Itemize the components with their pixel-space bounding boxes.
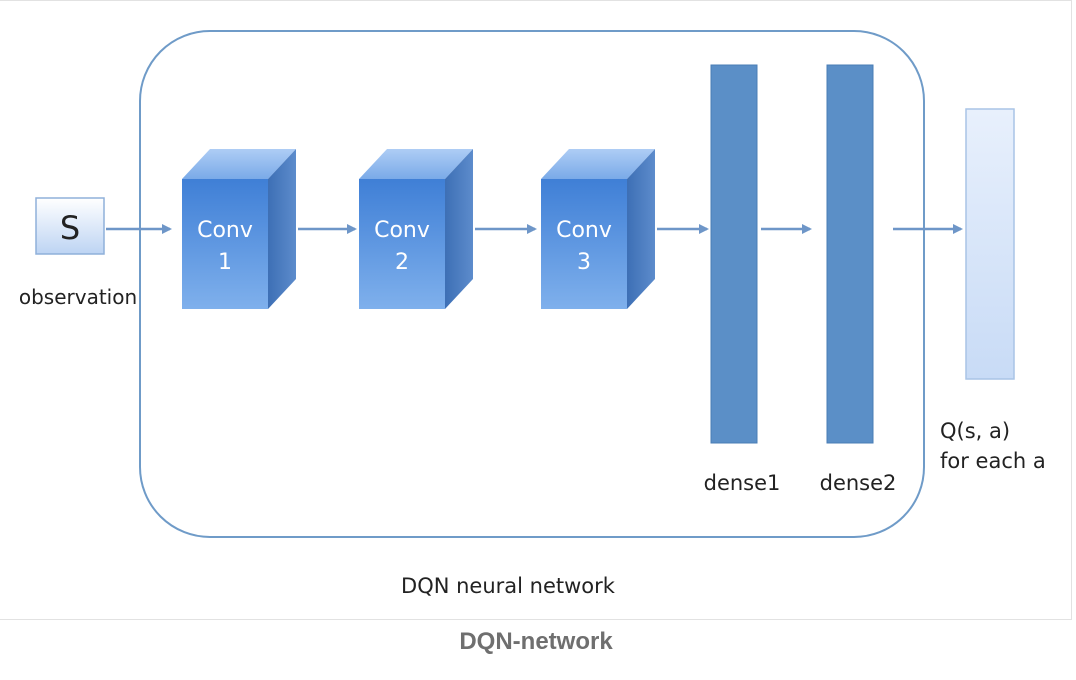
dense-layer-2: dense2	[820, 64, 897, 495]
figure-caption: DQN-network	[459, 628, 613, 655]
dense-1-bar	[710, 64, 758, 444]
conv-layer-3: Conv 3	[541, 149, 655, 309]
conv-3-index: 3	[577, 250, 591, 275]
network-label: DQN neural network	[401, 574, 616, 598]
conv-3-top-face	[541, 149, 655, 179]
dense-2-bar	[826, 64, 874, 444]
network-container	[139, 30, 925, 538]
conv-layer-1: Conv 1	[182, 149, 296, 309]
conv-3-front-face	[541, 179, 627, 309]
conv-layer-2: Conv 2	[359, 149, 473, 309]
input-symbol: S	[60, 209, 80, 247]
conv-2-front-face	[359, 179, 445, 309]
dqn-diagram: S observation Conv 1 Conv 2 Conv 3	[19, 30, 1046, 598]
conv-1-index: 1	[218, 250, 232, 275]
output-label-line1: Q(s, a)	[940, 419, 1010, 443]
conv-2-top-face	[359, 149, 473, 179]
conv-1-title: Conv	[197, 218, 253, 243]
conv-3-title: Conv	[556, 218, 612, 243]
output-layer: Q(s, a) for each a	[940, 108, 1046, 473]
conv-2-title: Conv	[374, 218, 430, 243]
conv-2-index: 2	[395, 250, 409, 275]
dense-1-label: dense1	[704, 471, 781, 495]
conv-1-top-face	[182, 149, 296, 179]
conv-2-side-face	[445, 149, 473, 309]
output-bar	[965, 108, 1015, 380]
input-box	[35, 197, 105, 255]
input-node: S observation	[19, 197, 137, 309]
figure-panel: S observation Conv 1 Conv 2 Conv 3	[0, 0, 1072, 620]
conv-3-side-face	[627, 149, 655, 309]
conv-1-side-face	[268, 149, 296, 309]
dense-2-label: dense2	[820, 471, 897, 495]
dense-layer-1: dense1	[704, 64, 781, 495]
conv-1-front-face	[182, 179, 268, 309]
output-label-line2: for each a	[940, 449, 1046, 473]
observation-label: observation	[19, 285, 137, 309]
